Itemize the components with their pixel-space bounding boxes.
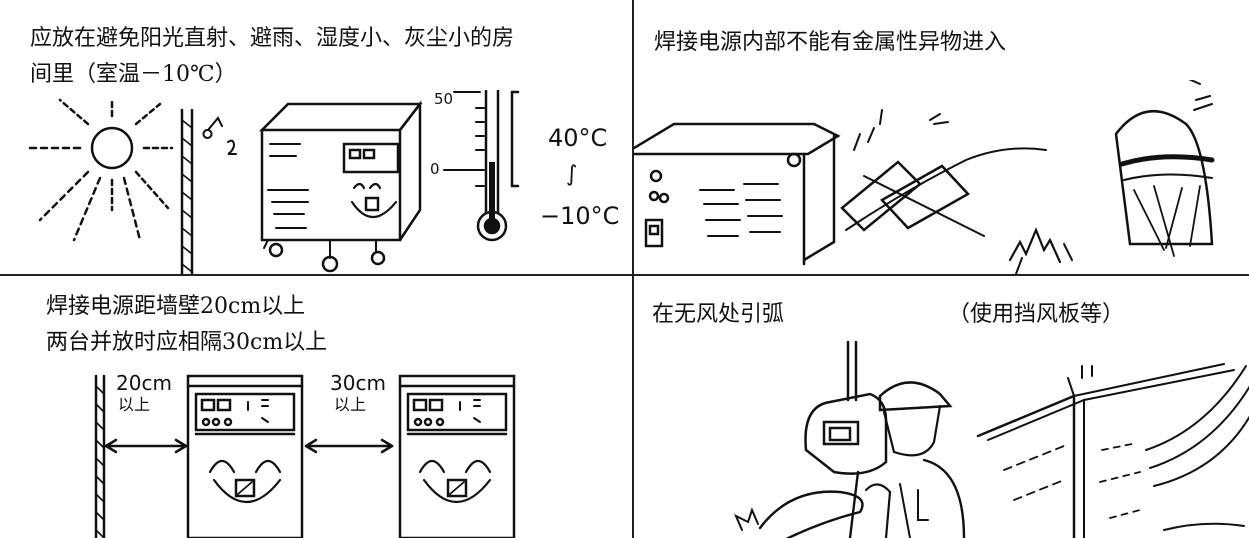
welding-machine-front-icon-2 bbox=[398, 374, 516, 538]
wall-gap-label: 20cm bbox=[116, 371, 172, 395]
max-temperature-label: 40°C bbox=[548, 124, 608, 152]
welding-machine-icon bbox=[258, 100, 423, 273]
gap-arrow-left-icon bbox=[104, 438, 188, 454]
panel-no-metal-debris: 焊接电源内部不能有金属性异物进入 bbox=[634, 0, 1249, 274]
vertical-divider bbox=[632, 0, 634, 538]
gap-arrow-right-icon bbox=[304, 438, 394, 454]
cross-mark-icon bbox=[840, 109, 1047, 237]
spark-icon bbox=[1008, 227, 1073, 274]
panel-spacing: 焊接电源距墙壁20cm以上 两台并放时应相隔30cm以上 bbox=[0, 276, 632, 538]
wall-icon bbox=[180, 108, 194, 274]
horizontal-divider bbox=[0, 274, 1249, 276]
wall-gap-note: 以上 bbox=[118, 395, 151, 414]
machine-gap-note: 以上 bbox=[334, 395, 367, 414]
min-temperature-label: −10°C bbox=[540, 202, 620, 230]
panel-3-caption-line-2: 两台并放时应相隔30cm以上 bbox=[46, 330, 328, 355]
temperature-range-mark: ∫ bbox=[566, 162, 578, 187]
thermometer-zero-mark: 0 bbox=[430, 160, 440, 178]
welder-illustration bbox=[634, 340, 1249, 538]
thermometer-icon bbox=[443, 90, 520, 242]
panel-4-caption-right: （使用挡风板等） bbox=[948, 302, 1125, 327]
wall-icon bbox=[94, 374, 106, 538]
welding-machine-side-icon bbox=[634, 122, 841, 266]
panel-1-caption-line-1: 应放在避免阳光直射、避雨、湿度小、灰尘小的房 bbox=[30, 26, 515, 51]
metal-debris-illustration bbox=[634, 80, 1249, 274]
windscreen-icon bbox=[976, 363, 1235, 538]
thermometer-top-mark: 50 bbox=[434, 90, 454, 108]
panel-3-caption-line-1: 焊接电源距墙壁20cm以上 bbox=[46, 294, 306, 319]
panel-2-caption: 焊接电源内部不能有金属性异物进入 bbox=[654, 30, 1007, 55]
welder-icon bbox=[804, 381, 966, 538]
machine-gap-label: 30cm bbox=[330, 371, 386, 395]
debris-object-icon bbox=[1114, 80, 1215, 257]
welding-torch-icon bbox=[734, 490, 864, 538]
sun-icon bbox=[24, 96, 174, 242]
panel-storage-location: 应放在避免阳光直射、避雨、湿度小、灰尘小的房 间里（室温－10℃） bbox=[0, 0, 632, 274]
pipe-icon bbox=[846, 340, 858, 402]
panel-windless-arc: 在无风处引弧 （使用挡风板等） bbox=[634, 276, 1249, 538]
sun-rain-illustration bbox=[0, 90, 632, 274]
wind-icon bbox=[1145, 365, 1249, 531]
welding-machine-front-icon bbox=[186, 374, 304, 538]
panel-1-caption-line-2: 间里（室温－10℃） bbox=[30, 62, 237, 87]
panel-4-caption-left: 在无风处引弧 bbox=[652, 302, 785, 327]
spacing-illustration bbox=[0, 372, 632, 538]
